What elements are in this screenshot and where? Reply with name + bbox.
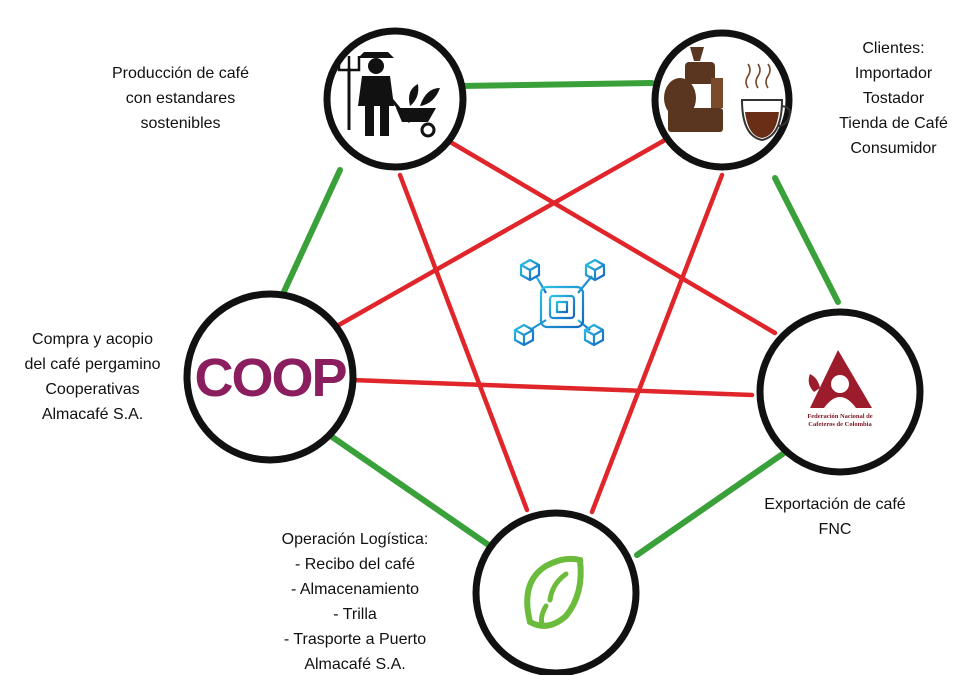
coop-logo: COOP bbox=[194, 348, 346, 408]
logistics-line: Almacafé S.A. bbox=[304, 656, 406, 673]
coffee-bean-leaf-icon bbox=[524, 555, 584, 629]
node-export: Federación Nacional de Cafeteros de Colo… bbox=[756, 308, 924, 476]
production-line: Producción de café bbox=[112, 65, 249, 82]
coop-line: Compra y acopio bbox=[32, 331, 153, 348]
logistics-line: - Recibo del café bbox=[294, 556, 416, 573]
logistics-line: - Trasporte a Puerto bbox=[283, 631, 427, 648]
edge-coop-production bbox=[279, 167, 343, 299]
label-clients: Clientes: Importador Tostador Tienda de … bbox=[826, 36, 961, 161]
inner-connections bbox=[327, 137, 778, 515]
outer-connections bbox=[279, 80, 841, 558]
label-logistics: Operación Logística: - Recibo del café -… bbox=[240, 527, 470, 677]
node-coop: COOP bbox=[183, 290, 357, 464]
clients-line: Consumidor bbox=[850, 140, 937, 157]
production-line: sostenibles bbox=[140, 115, 221, 132]
label-coop: Compra y acopio del café pergamino Coope… bbox=[0, 327, 185, 427]
node-production bbox=[323, 27, 467, 171]
label-production: Producción de café con estandares sosten… bbox=[78, 61, 283, 136]
logistics-line: - Trilla bbox=[333, 606, 377, 623]
edge-production-logistics bbox=[397, 172, 530, 513]
production-line: con estandares bbox=[125, 90, 236, 107]
coop-line: Almacafé S.A. bbox=[41, 406, 144, 423]
logistics-line: Operación Logística: bbox=[281, 531, 429, 548]
node-clients bbox=[651, 29, 793, 171]
clients-line: Importador bbox=[854, 65, 933, 82]
label-export: Exportación de café FNC bbox=[735, 492, 935, 542]
export-line: FNC bbox=[818, 521, 852, 538]
export-line: Exportación de café bbox=[764, 496, 906, 513]
clients-line: Tostador bbox=[862, 90, 925, 107]
node-logistics bbox=[472, 509, 640, 675]
coffee-roaster-and-cup-icon bbox=[664, 47, 791, 142]
edge-clients-export bbox=[772, 175, 841, 305]
logistics-line: - Almacenamiento bbox=[290, 581, 420, 598]
edge-coop-export bbox=[349, 377, 755, 398]
edge-clients-logistics bbox=[589, 172, 725, 515]
edge-export-logistics bbox=[634, 450, 787, 558]
coop-line: del café pergamino bbox=[24, 356, 161, 373]
fnc-logo-line-2: Cafeteros de Colombia bbox=[808, 421, 872, 428]
edge-clients-coop bbox=[327, 137, 668, 333]
farmer-with-pitchfork-and-wheelbarrow-icon bbox=[337, 52, 440, 138]
edge-production-export bbox=[449, 140, 778, 336]
coop-line: Cooperativas bbox=[45, 381, 140, 398]
clients-line: Tienda de Café bbox=[839, 115, 948, 132]
blockchain-network-icon bbox=[513, 258, 606, 347]
fnc-logo: Federación Nacional de Cafeteros de Colo… bbox=[807, 350, 873, 428]
fnc-logo-line-1: Federación Nacional de bbox=[807, 413, 872, 420]
edge-logistics-coop bbox=[322, 429, 493, 549]
clients-line: Clientes: bbox=[862, 40, 925, 57]
edge-production-clients bbox=[457, 80, 655, 89]
